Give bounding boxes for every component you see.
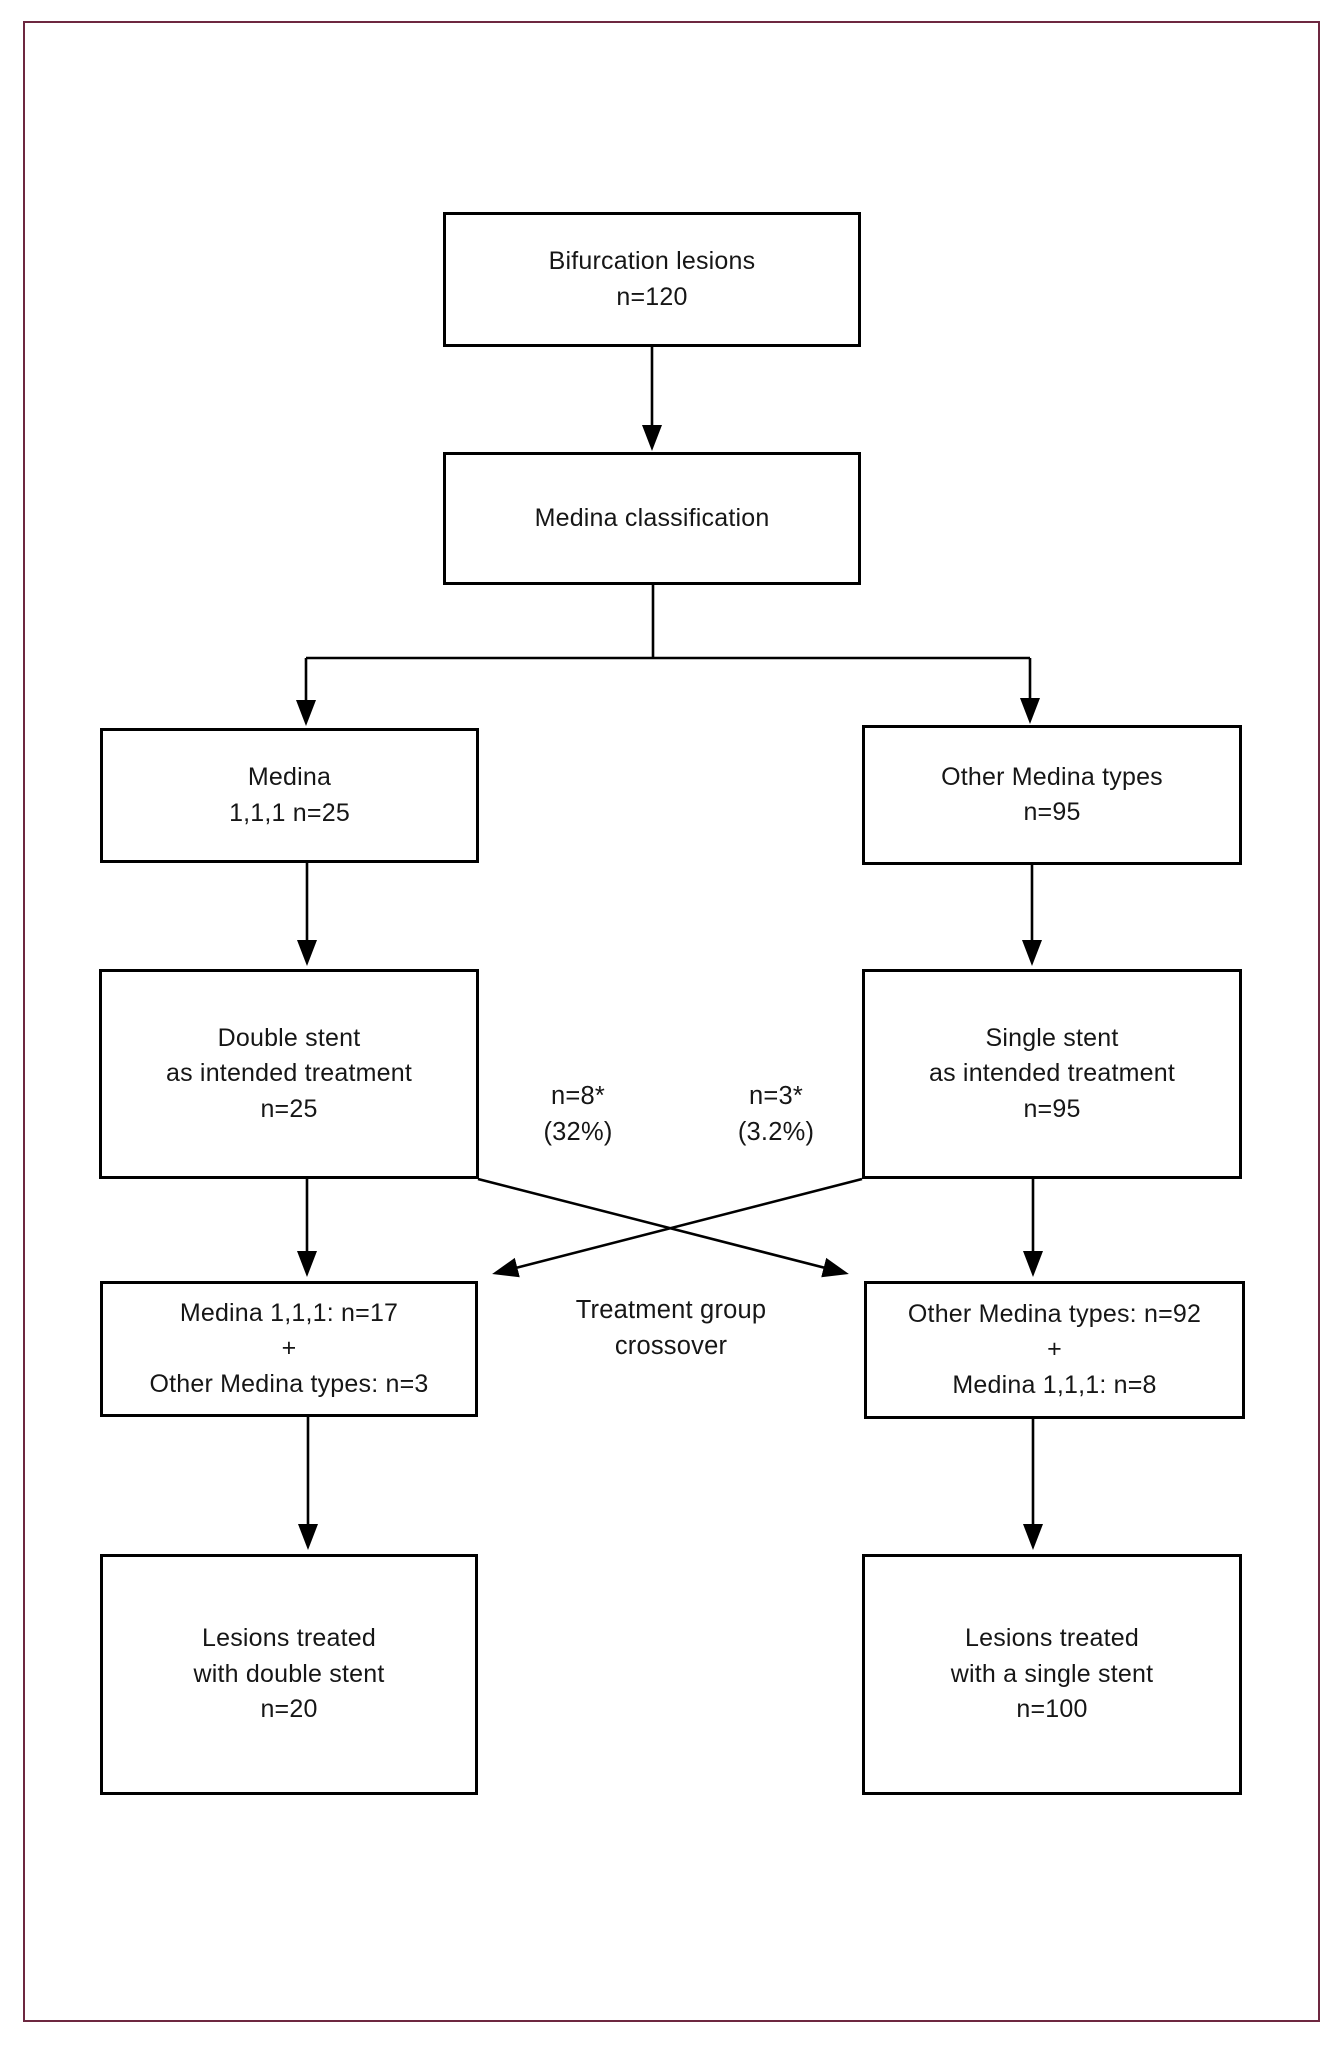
- node-text-line: Medina 1,1,1: n=17: [179, 1298, 399, 1327]
- node-double-stent-intended: Double stent as intended treatment n=25: [99, 969, 479, 1179]
- node-lesions-single-stent: Lesions treated with a single stent n=10…: [862, 1554, 1242, 1795]
- node-text-line: with double stent: [193, 1659, 385, 1688]
- node-text-line: n=95: [1023, 1094, 1081, 1123]
- node-text-line: as intended treatment: [928, 1059, 1176, 1088]
- node-text-line: as intended treatment: [165, 1059, 413, 1088]
- annotation-text-line: (32%): [543, 1118, 613, 1147]
- node-text-line: Other Medina types: n=92: [907, 1299, 1202, 1328]
- node-text-line: Medina 1,1,1: n=8: [952, 1370, 1157, 1399]
- node-text-line: n=120: [616, 282, 688, 311]
- node-single-stent-actual: Other Medina types: n=92 + Medina 1,1,1:…: [864, 1281, 1245, 1419]
- node-text-line: 1,1,1 n=25: [229, 798, 350, 827]
- annotation-text-line: crossover: [614, 1332, 728, 1361]
- annotation-right-crossover-count: n=3* (3.2%): [738, 1078, 814, 1150]
- node-text-line: Single stent: [985, 1023, 1119, 1052]
- annotation-text-line: n=3*: [749, 1082, 803, 1110]
- node-bifurcation-lesions: Bifurcation lesions n=120: [443, 212, 861, 347]
- node-text-line: n=95: [1023, 798, 1081, 826]
- node-medina-111: Medina 1,1,1 n=25: [100, 728, 479, 863]
- node-text-line: n=100: [1016, 1695, 1088, 1724]
- arrow-crossover-left-to-right: [477, 1177, 849, 1278]
- node-text-line: n=25: [260, 1094, 318, 1123]
- annotation-text-line: n=8*: [551, 1082, 605, 1110]
- node-text-line: Bifurcation lesions: [548, 247, 756, 275]
- annotation-crossover-caption: Treatment group crossover: [576, 1292, 767, 1364]
- node-text-line: Medina classification: [534, 503, 770, 532]
- node-text-line: Lesions treated: [965, 1624, 1139, 1653]
- node-text-line: Medina: [247, 763, 332, 791]
- node-medina-classification: Medina classification: [443, 452, 861, 585]
- node-text-line: Other Medina types: n=3: [149, 1369, 429, 1398]
- node-text-line: Double stent: [217, 1023, 361, 1052]
- arrow-crossover-right-to-left: [492, 1177, 863, 1278]
- node-lesions-double-stent: Lesions treated with double stent n=20: [100, 1554, 478, 1795]
- node-text-line: +: [281, 1334, 297, 1363]
- annotation-text-line: Treatment group: [575, 1296, 767, 1324]
- node-single-stent-intended: Single stent as intended treatment n=95: [862, 969, 1242, 1179]
- page-border-frame: [23, 21, 1320, 2022]
- node-text-line: +: [1047, 1335, 1062, 1364]
- node-text-line: Lesions treated: [202, 1624, 376, 1653]
- node-text-line: n=20: [260, 1695, 318, 1724]
- node-other-medina-types: Other Medina types n=95: [862, 725, 1242, 865]
- node-text-line: with a single stent: [950, 1659, 1154, 1688]
- node-text-line: Other Medina types: [941, 762, 1163, 791]
- annotation-text-line: (3.2%): [737, 1118, 815, 1147]
- annotation-left-crossover-count: n=8* (32%): [543, 1078, 612, 1150]
- node-double-stent-actual: Medina 1,1,1: n=17 + Other Medina types:…: [100, 1281, 478, 1417]
